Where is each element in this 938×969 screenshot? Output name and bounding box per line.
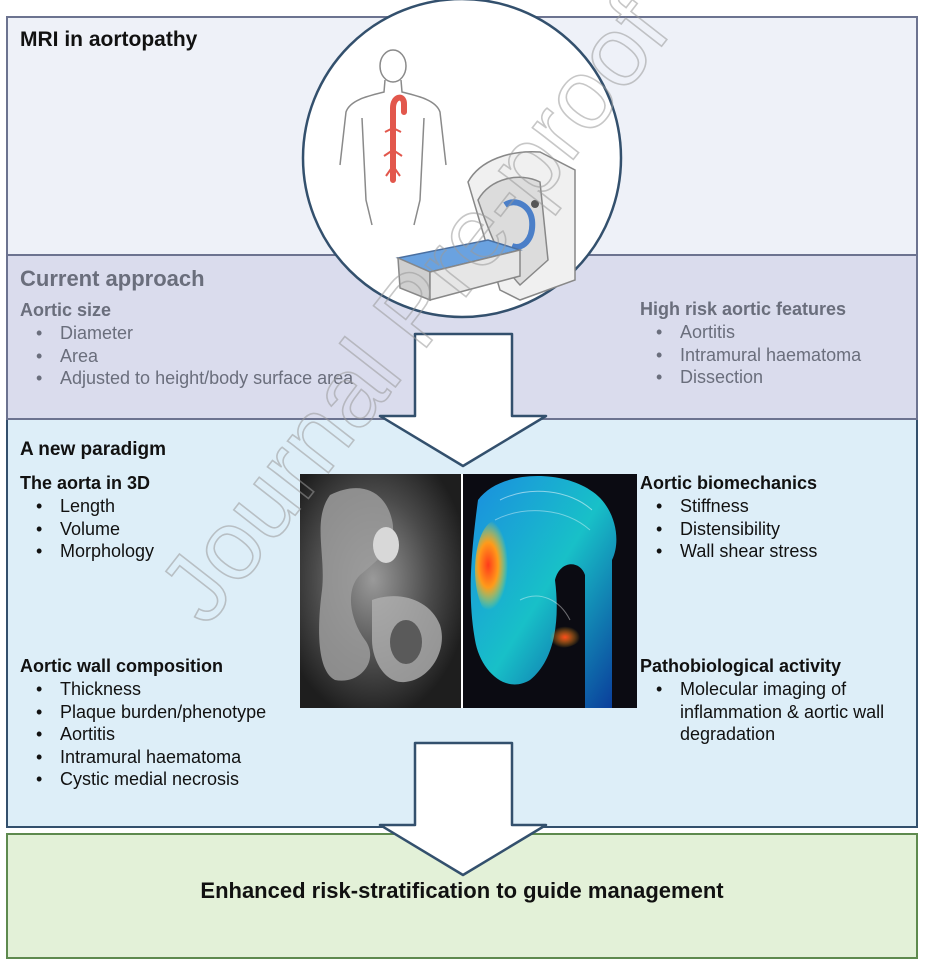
- aortic-size-list: Diameter Area Adjusted to height/body su…: [20, 322, 353, 390]
- list-item: Aortitis: [640, 321, 861, 344]
- outcome-text: Enhanced risk-stratification to guide ma…: [200, 878, 724, 903]
- aortic-biomechanics-title: Aortic biomechanics: [640, 473, 818, 493]
- list-item-line: Molecular imaging of: [680, 679, 847, 699]
- list-item: Aortitis: [20, 723, 266, 746]
- list-item: Adjusted to height/body surface area: [20, 367, 353, 390]
- list-item: Dissection: [640, 366, 861, 389]
- list-item: Stiffness: [640, 495, 817, 518]
- high-risk-features-list: Aortitis Intramural haematoma Dissection: [640, 321, 861, 389]
- high-risk-features-title: High risk aortic features: [640, 299, 847, 319]
- aorta-3d-title: The aorta in 3D: [20, 473, 151, 493]
- current-approach-heading: Current approach: [20, 266, 205, 291]
- pathobiological-activity-list: Molecular imaging of inflammation & aort…: [640, 678, 884, 746]
- arrow-down-2: [378, 741, 548, 877]
- list-item: Plaque burden/phenotype: [20, 701, 266, 724]
- aorta-3d-list: Length Volume Morphology: [20, 495, 154, 563]
- list-item: Intramural haematoma: [640, 344, 861, 367]
- list-item-line: degradation: [680, 724, 776, 744]
- pathobiological-activity-title: Pathobiological activity: [640, 656, 842, 676]
- list-item: Molecular imaging of inflammation & aort…: [640, 678, 884, 746]
- list-item: Wall shear stress: [640, 540, 817, 563]
- list-item: Morphology: [20, 540, 154, 563]
- mri-scanner-icon: [395, 151, 576, 302]
- diagram-title: MRI in aortopathy: [20, 28, 198, 51]
- list-item: Diameter: [20, 322, 353, 345]
- list-item: Length: [20, 495, 154, 518]
- list-item: Area: [20, 345, 353, 368]
- aorta-icon: [390, 94, 407, 183]
- mri-cine-image: [300, 474, 462, 708]
- aortic-wall-list: Thickness Plaque burden/phenotype Aortit…: [20, 678, 266, 791]
- list-item: Cystic medial necrosis: [20, 768, 266, 791]
- body-outline-icon: [339, 49, 447, 226]
- aortic-size-title: Aortic size: [20, 300, 112, 320]
- list-item: Distensibility: [640, 518, 817, 541]
- list-item: Thickness: [20, 678, 266, 701]
- arrow-down-1: [378, 332, 548, 468]
- list-item: Volume: [20, 518, 154, 541]
- new-paradigm-heading: A new paradigm: [20, 439, 167, 460]
- list-item-line: inflammation & aortic wall: [680, 701, 885, 722]
- aortic-biomechanics-list: Stiffness Distensibility Wall shear stre…: [640, 495, 817, 563]
- 4d-flow-image: [463, 474, 637, 708]
- list-item: Intramural haematoma: [20, 746, 266, 769]
- aortic-wall-title: Aortic wall composition: [20, 656, 224, 676]
- patient-scanner-illustration: [301, 0, 623, 319]
